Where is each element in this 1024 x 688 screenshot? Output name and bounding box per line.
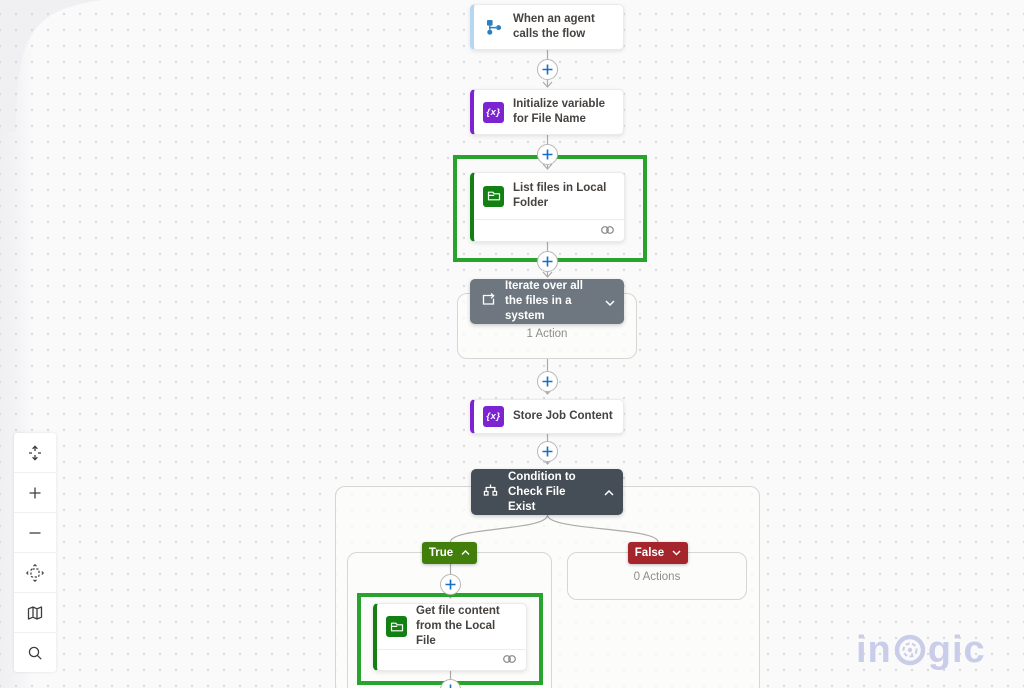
insert-action-button[interactable] (537, 441, 558, 462)
zoom-out-button[interactable] (14, 513, 56, 553)
chevron-down-icon[interactable] (605, 293, 615, 311)
watermark-text-right: gic (927, 629, 986, 671)
get-file-content-title: Get file content from the Local File (416, 605, 500, 647)
store-job-content-card[interactable]: {x} Store Job Content (470, 399, 624, 434)
connection-link-icon (502, 651, 517, 669)
true-branch-badge[interactable]: True (422, 542, 477, 564)
zoom-in-button[interactable] (14, 473, 56, 513)
inogic-logo-icon (894, 634, 926, 666)
foreach-loop-icon (481, 292, 496, 312)
insert-action-button[interactable] (537, 251, 558, 272)
inogic-watermark: in gic (856, 628, 986, 672)
foreach-action-count: 1 Action (526, 328, 568, 340)
agent-flow-icon (483, 17, 504, 38)
false-label: False (634, 547, 665, 559)
insert-action-button[interactable] (440, 574, 461, 595)
store-job-content-title: Store Job Content (513, 410, 613, 422)
trigger-title: When an agent calls the flow (513, 13, 595, 40)
insert-action-button[interactable] (537, 371, 558, 392)
list-files-card[interactable]: List files in Local Folder (470, 172, 625, 242)
search-button[interactable] (14, 633, 56, 672)
get-file-content-card[interactable]: Get file content from the Local File (373, 603, 527, 671)
trigger-card[interactable]: When an agent calls the flow (470, 4, 624, 50)
connection-link-icon (600, 222, 615, 240)
chevron-up-icon (461, 547, 470, 559)
watermark-text-left: in (856, 629, 892, 671)
initialize-variable-card[interactable]: {x} Initialize variable for File Name (470, 89, 624, 135)
chevron-up-icon[interactable] (604, 483, 614, 501)
foreach-title: Iterate over all the files in a system (505, 280, 583, 322)
fit-view-button[interactable] (14, 433, 56, 473)
minimap-button[interactable] (14, 593, 56, 633)
initialize-variable-title: Initialize variable for File Name (513, 98, 606, 125)
variable-icon: {x} (483, 406, 504, 427)
condition-branch-icon (482, 482, 499, 503)
variable-icon: {x} (483, 101, 504, 123)
chevron-down-icon (672, 547, 681, 559)
file-system-folder-icon (386, 616, 407, 637)
insert-action-button[interactable] (537, 144, 558, 165)
insert-action-button[interactable] (537, 59, 558, 80)
file-system-folder-icon (483, 185, 504, 207)
false-branch-badge[interactable]: False (628, 542, 688, 564)
list-files-title: List files in Local Folder (513, 182, 607, 209)
foreach-header-card[interactable]: Iterate over all the files in a system (470, 279, 624, 324)
false-branch-action-count: 0 Actions (633, 571, 681, 583)
condition-title: Condition to Check File Exist (508, 470, 576, 513)
canvas-toolbar (14, 433, 56, 672)
pan-canvas-button[interactable] (14, 553, 56, 593)
condition-header-card[interactable]: Condition to Check File Exist (471, 469, 623, 515)
true-label: True (428, 547, 454, 559)
